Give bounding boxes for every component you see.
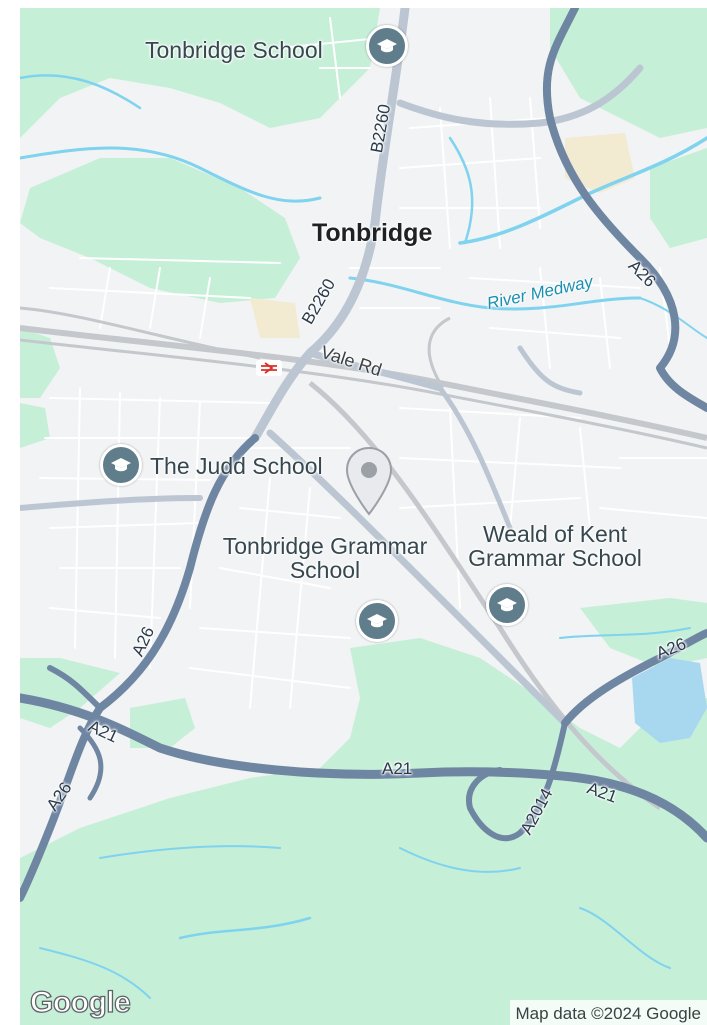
railway-station-icon[interactable] — [256, 360, 282, 376]
secondary-roads — [20, 8, 644, 727]
map-view[interactable]: Tonbridge Tonbridge School The Judd Scho… — [20, 8, 707, 1025]
green-areas — [20, 8, 707, 1025]
google-logo[interactable]: Google — [29, 985, 131, 1019]
school-icon[interactable] — [100, 444, 142, 486]
poi-label-weald-of-kent[interactable]: Weald of Kent Grammar School — [468, 521, 642, 571]
town-label: Tonbridge — [312, 219, 433, 247]
road-label: A21 — [382, 759, 413, 778]
school-icon[interactable] — [366, 25, 408, 67]
map-attribution[interactable]: Map data ©2024 Google — [509, 1000, 707, 1025]
school-icon[interactable] — [486, 584, 528, 626]
school-icon[interactable] — [356, 600, 398, 642]
map-base-layer — [20, 8, 707, 1025]
poi-label-tonbridge-grammar[interactable]: Tonbridge Grammar School — [222, 533, 428, 583]
poi-label-tonbridge-school[interactable]: Tonbridge School — [145, 37, 323, 63]
poi-label-judd-school[interactable]: The Judd School — [150, 453, 323, 479]
trunk-roads — [20, 8, 707, 902]
